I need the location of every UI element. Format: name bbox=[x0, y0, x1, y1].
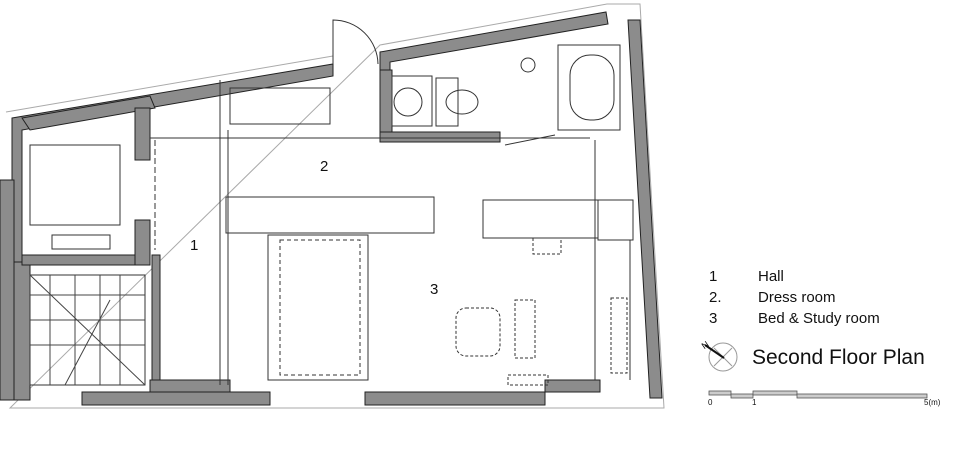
dress-room-partition bbox=[225, 196, 435, 234]
legend-number: 3 bbox=[709, 310, 718, 327]
walls bbox=[0, 11, 663, 406]
room-label-3: 3 bbox=[430, 281, 439, 298]
plan-title: Second Floor Plan bbox=[752, 346, 925, 369]
legend-number: 1 bbox=[709, 268, 718, 285]
entry-door-swing bbox=[332, 19, 379, 65]
outer-outline bbox=[5, 3, 665, 409]
legend-name: Hall bbox=[758, 268, 784, 285]
room-label-1: 1 bbox=[190, 237, 199, 254]
legend-name: Dress room bbox=[758, 289, 836, 306]
north-arrow-icon bbox=[704, 342, 738, 372]
legend-number: 2. bbox=[709, 289, 722, 306]
room-label-2: 2 bbox=[320, 158, 329, 175]
scale-tick: 5(m) bbox=[924, 398, 941, 407]
legend-name: Bed & Study room bbox=[758, 310, 880, 327]
scale-bar bbox=[708, 390, 928, 399]
scale-tick: 1 bbox=[752, 398, 757, 407]
scale-tick: 0 bbox=[708, 398, 713, 407]
